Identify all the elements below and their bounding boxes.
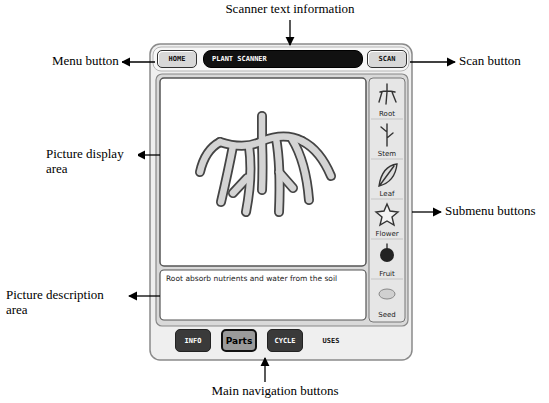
annotation-label: Scanner text information (200, 2, 380, 17)
node-text: Leaf (380, 190, 395, 198)
annotation-label: Picture description area (6, 288, 128, 318)
submenu-button: Fruit (370, 240, 404, 279)
node-text: Parts (226, 336, 253, 346)
menu-button: HOME (157, 50, 197, 68)
scan-button: SCAN (367, 50, 407, 68)
node-text: INFO (185, 337, 202, 345)
node-text: CYCLE (274, 337, 295, 345)
annotation-label: Menu button (52, 54, 122, 69)
node-text: SCAN (379, 55, 396, 63)
annotation-label: Scan button (459, 54, 539, 69)
node-text: PLANT SCANNER (212, 55, 267, 63)
node-text: USES (323, 337, 340, 345)
node-text: Fruit (379, 270, 395, 278)
submenu-button: Seed (370, 280, 404, 320)
annotation-label: Main navigation buttons (180, 384, 370, 399)
submenu-button: Flower (370, 200, 404, 239)
submenu-button: Leaf (370, 160, 404, 199)
submenu-button: Root (370, 80, 404, 119)
node-text: Stem (378, 150, 396, 158)
description-box: Root absorb nutrients and water from the… (161, 271, 365, 319)
node-text: Flower (375, 230, 398, 238)
node-text: Root (379, 110, 395, 118)
node-text: HOME (169, 55, 186, 63)
annotation-label: Submenu buttons (445, 204, 547, 219)
nav-button: USES (313, 329, 349, 352)
submenu-button: Stem (370, 120, 404, 159)
node-text: Root absorb nutrients and water from the… (166, 274, 337, 284)
annotation-label: Picture display area (46, 147, 138, 177)
node-text: Seed (378, 311, 396, 319)
scanner-text-bar: PLANT SCANNER (203, 50, 363, 68)
nav-button: INFO (175, 329, 211, 352)
nav-button: CYCLE (267, 329, 303, 352)
nav-button: Parts (221, 329, 257, 352)
